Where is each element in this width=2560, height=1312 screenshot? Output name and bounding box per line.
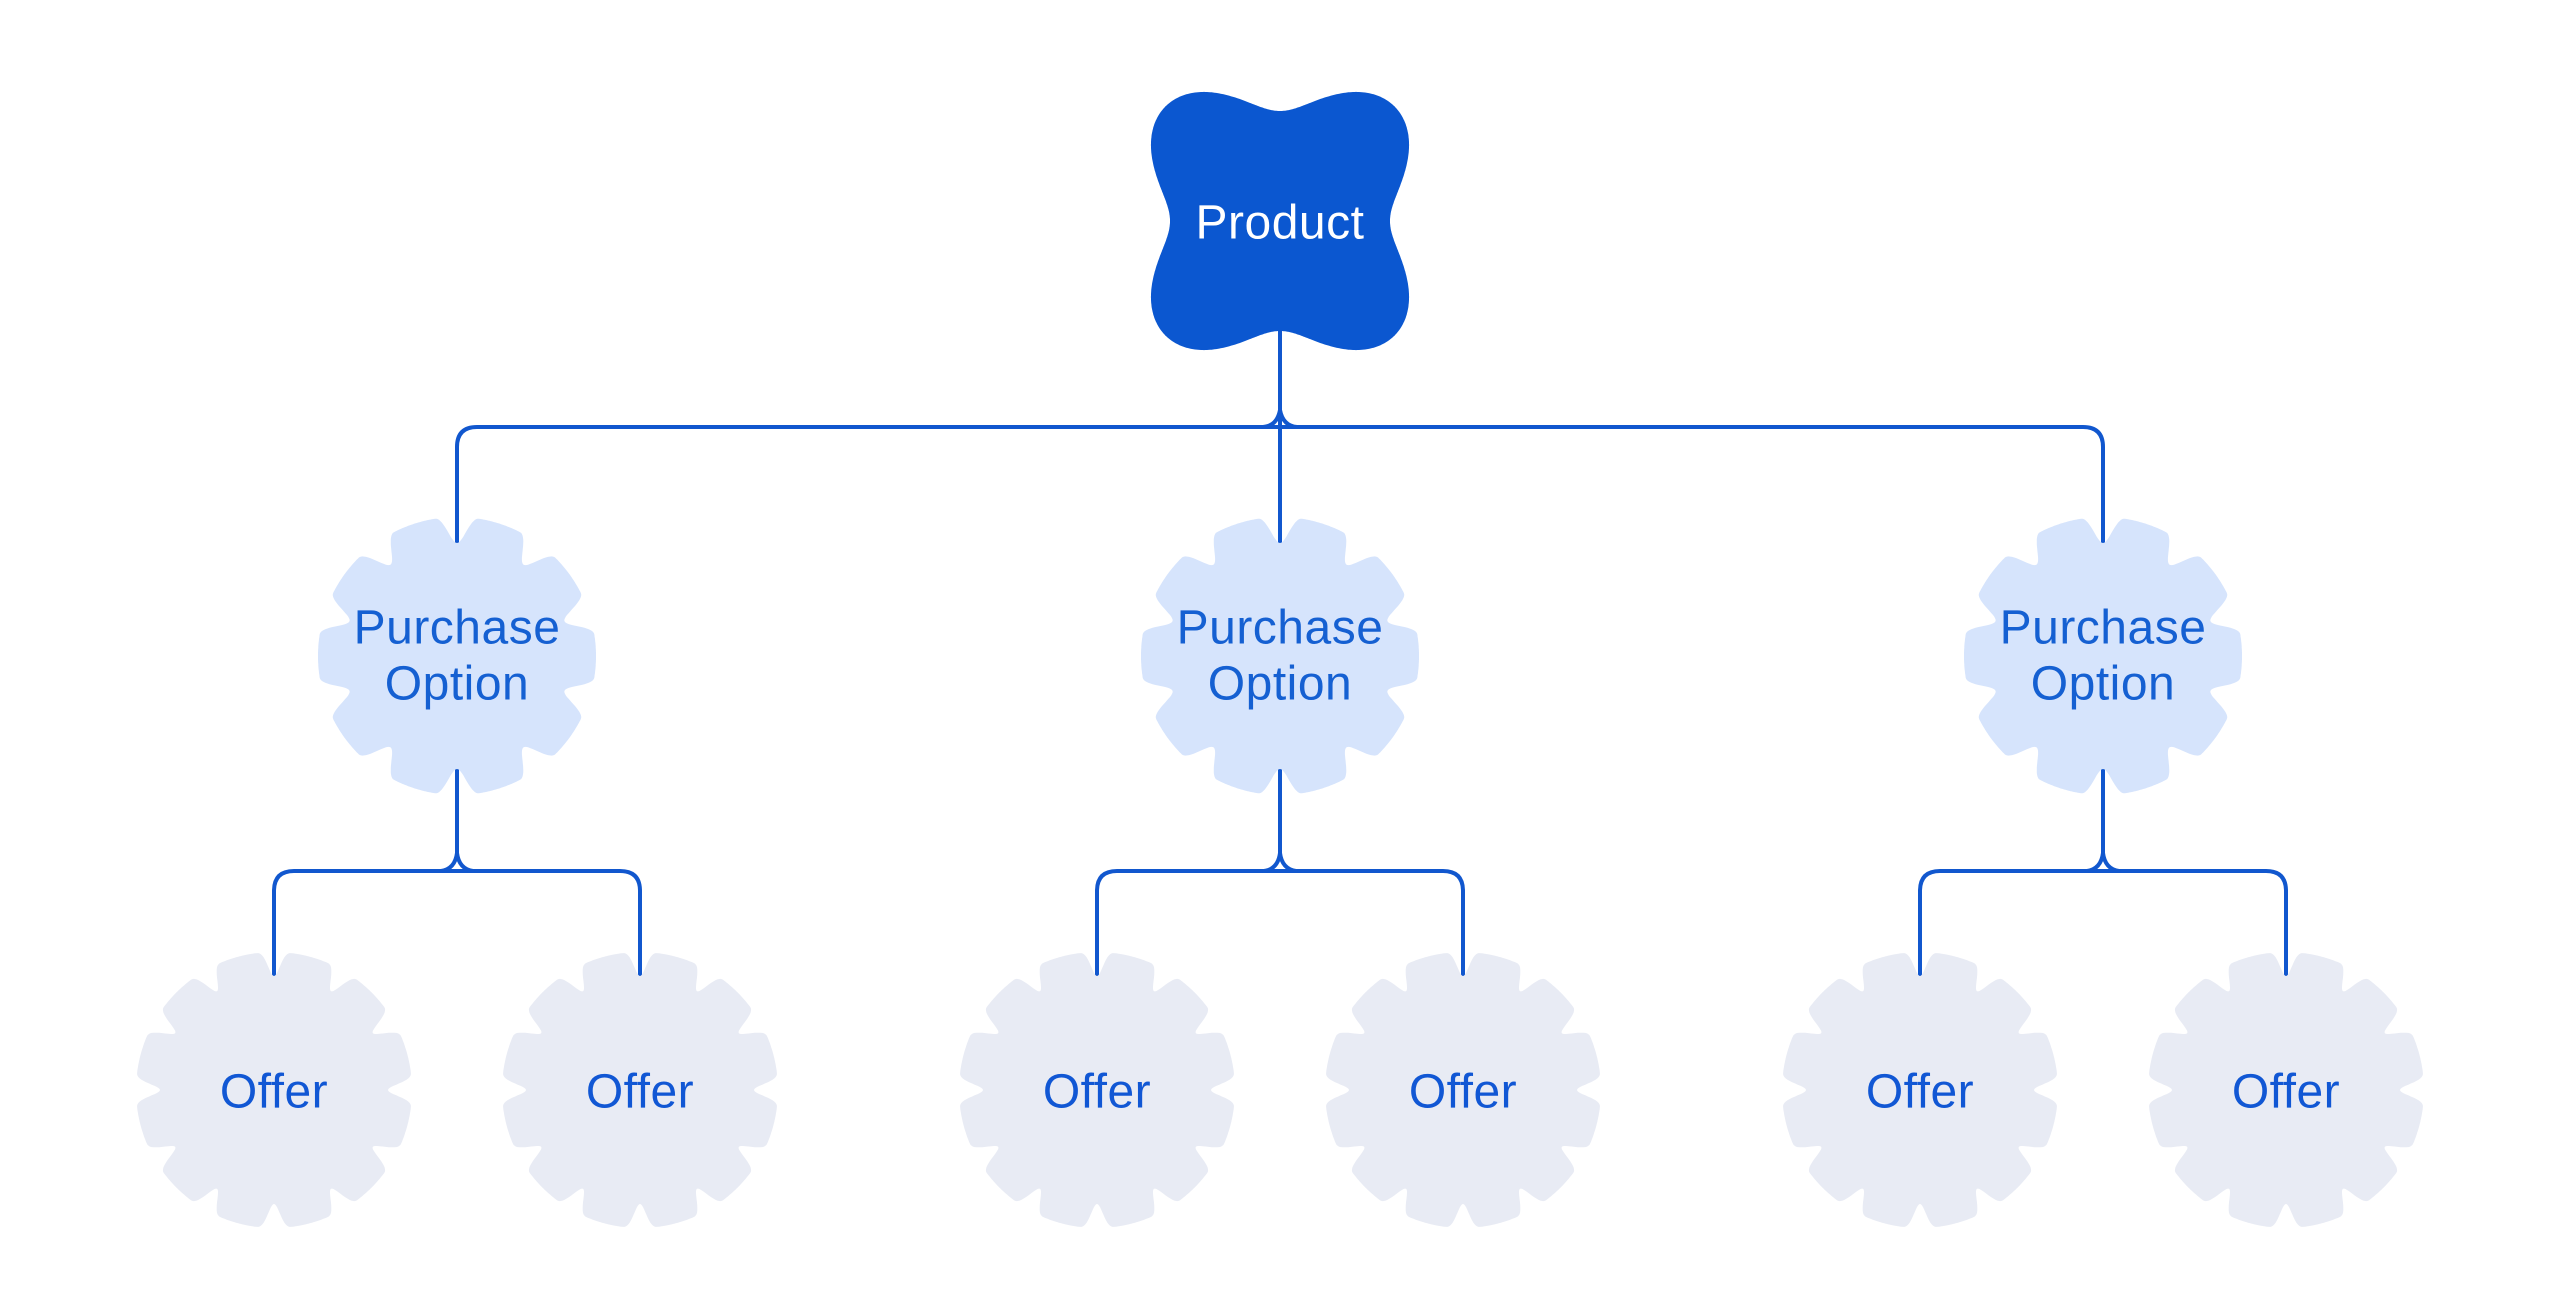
offer-node [503,953,777,1227]
product-node [1150,91,1410,351]
offer-node [137,953,411,1227]
connector-fillet [1278,408,1299,429]
purchase-option-node [1964,518,2242,794]
offer-node-label: Offer [586,1066,694,1119]
offer-node [1326,953,1600,1227]
connector-fillet [1261,408,1282,429]
connector-level2-rail [272,869,642,1092]
connector-level2-rail [1095,869,1465,1092]
connector-fillet [455,851,475,873]
connector-fillet [2101,851,2121,873]
offer-node-label: Offer [1043,1066,1151,1119]
offer-node [960,953,1234,1227]
purchase-option-node [1141,518,1419,794]
purchase-option-node [318,518,596,794]
offer-node [2149,953,2423,1227]
connector-fillet [1278,851,1298,873]
offer-node-label: Offer [1409,1066,1517,1119]
purchase-option-label-line: Option [385,658,529,711]
purchase-option-label-line: Purchase [354,602,561,655]
purchase-option-label-line: Option [1208,658,1352,711]
purchase-option-label-line: Purchase [1177,602,1384,655]
offer-node [1783,953,2057,1227]
offer-node-label: Offer [220,1066,328,1119]
offer-node-label: Offer [2232,1066,2340,1119]
product-node-label: Product [1196,197,1365,250]
connector-fillet [439,851,459,873]
connector-fillet [1262,851,1282,873]
purchase-option-label-line: Option [2031,658,2175,711]
offer-node-label: Offer [1866,1066,1974,1119]
purchase-option-label-line: Purchase [2000,602,2207,655]
connector-fillet [2085,851,2105,873]
connector-level2-rail [1918,869,2288,1092]
